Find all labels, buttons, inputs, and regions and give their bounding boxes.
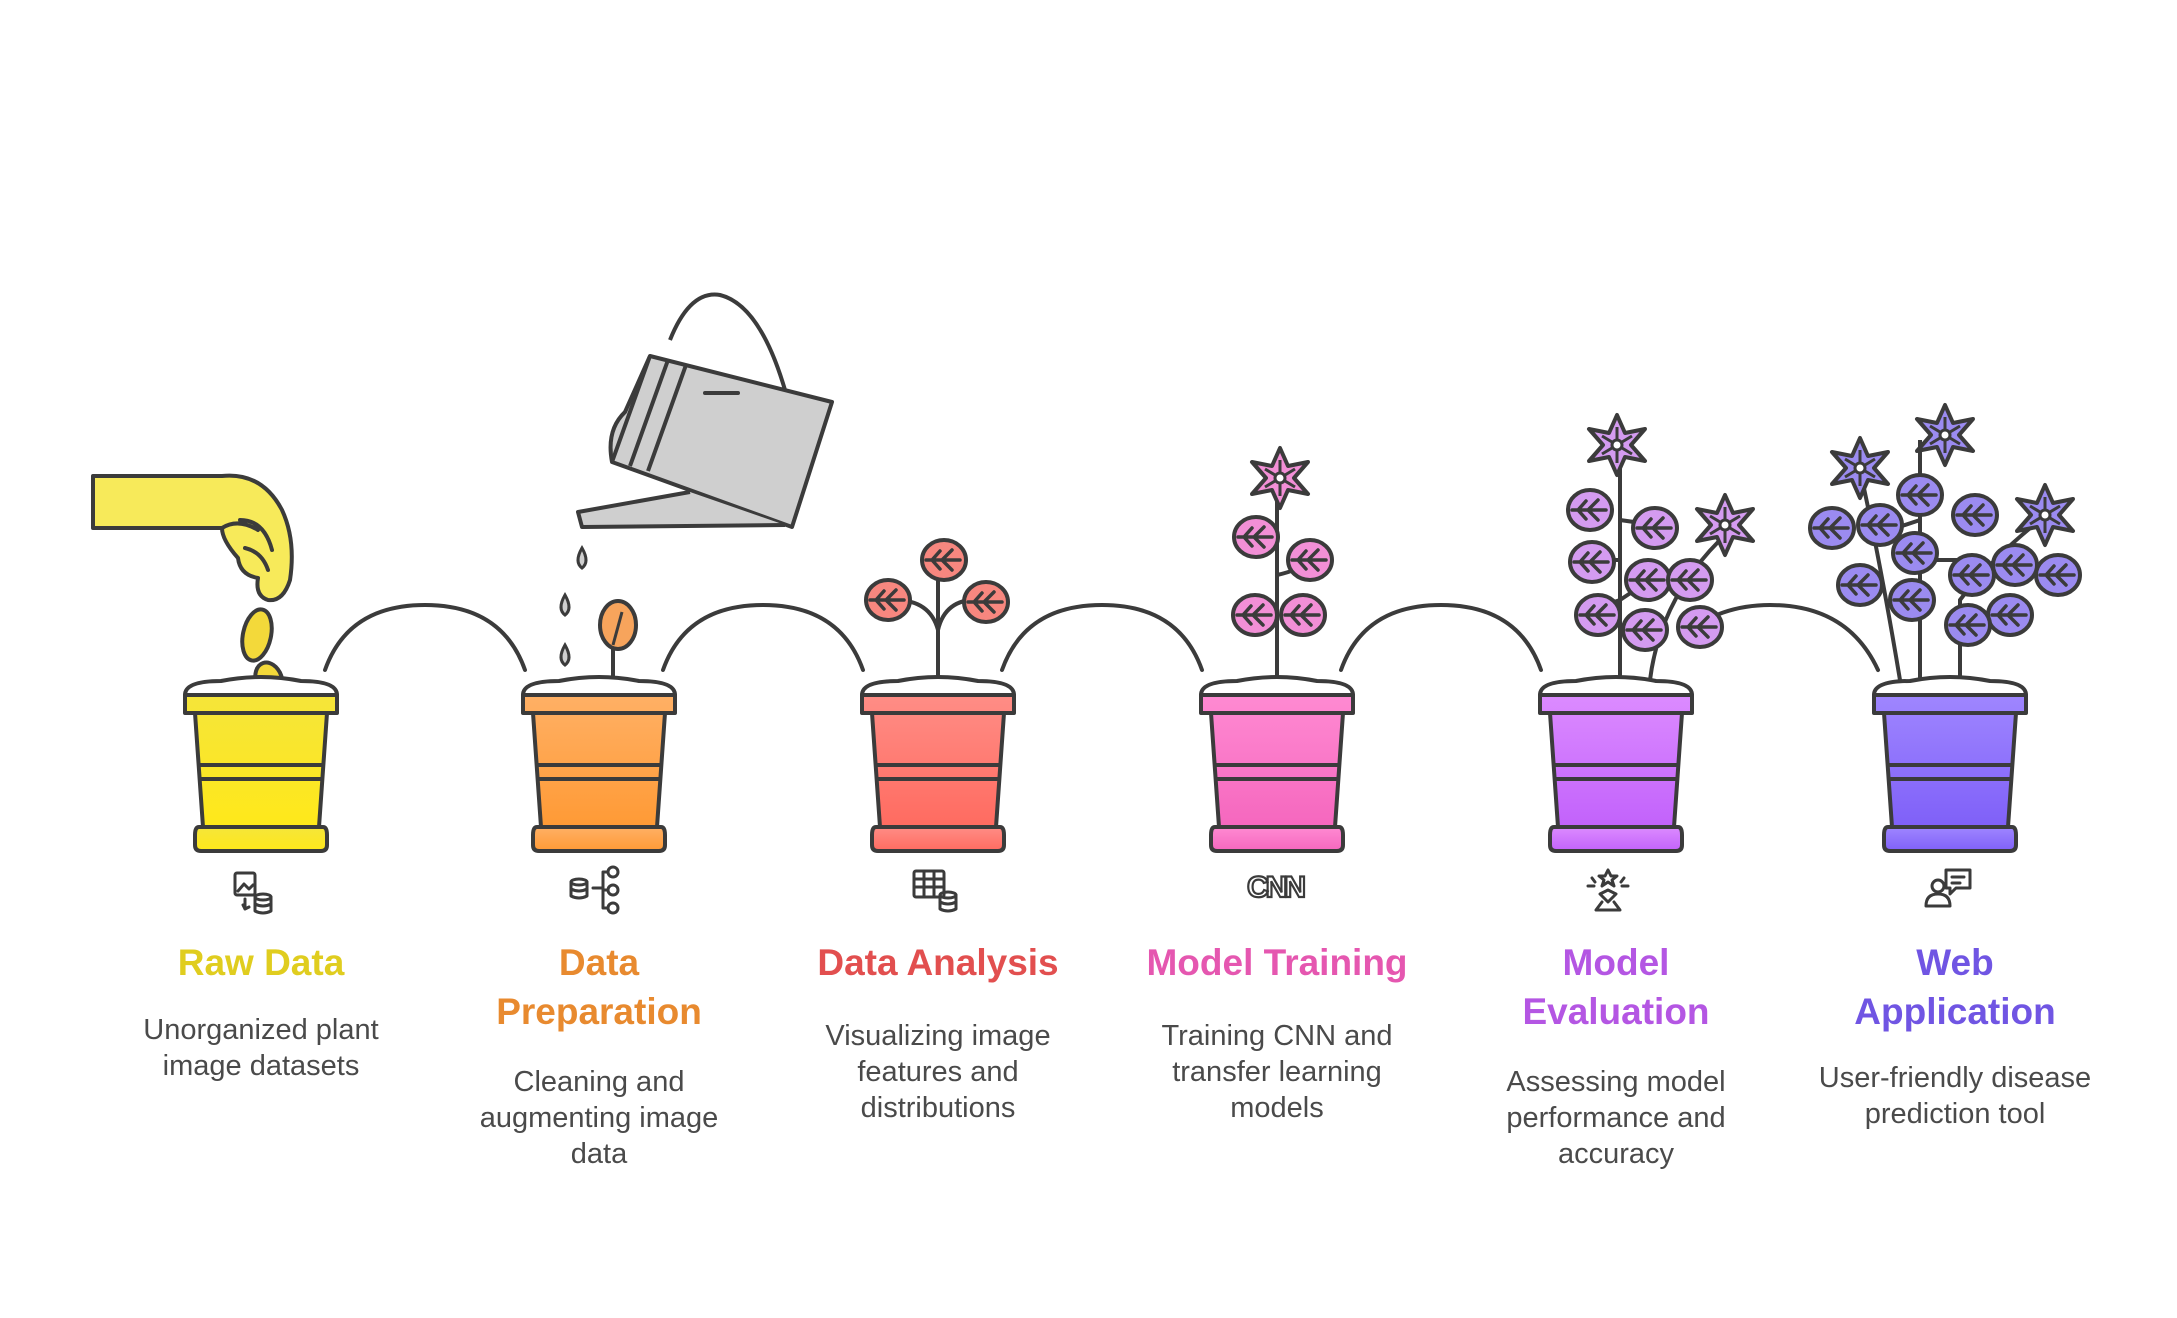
stage-3-desc-line-3: distributions: [860, 1092, 1016, 1124]
stage-6-title-line-1: Web: [1916, 942, 1994, 983]
stage-1-description: Unorganized plant image datasets: [111, 1012, 411, 1084]
arch-3: [1000, 602, 1204, 672]
lush-plant-icon: [1808, 403, 2082, 681]
stage-5-desc-line-1: Assessing model: [1506, 1066, 1726, 1098]
arch-4: [1339, 602, 1543, 672]
stage-1-desc-line-1: Unorganized plant: [143, 1014, 379, 1046]
stage-5-title-line-2: Evaluation: [1522, 991, 1710, 1032]
arch-2: [661, 602, 865, 672]
stage-2-desc-line-1: Cleaning and: [513, 1066, 685, 1098]
stage-6-desc-line-2: prediction tool: [1864, 1098, 2046, 1130]
stage-1-desc-line-2: image datasets: [162, 1050, 360, 1082]
stage-3-description: Visualizing image features and distribut…: [788, 1018, 1088, 1126]
stage-3-title: Data Analysis: [788, 938, 1088, 987]
stage-1-title: Raw Data: [111, 938, 411, 987]
stage-4-title: Model Training: [1127, 938, 1427, 987]
stage-2-title-line-1: Data: [558, 942, 640, 983]
pot-data-preparation: [521, 675, 677, 853]
stage-5-desc-line-3: accuracy: [1557, 1138, 1675, 1170]
stage-1-title-line-1: Raw Data: [177, 942, 345, 983]
stage-3-desc-line-2: features and: [857, 1056, 1019, 1088]
stage-6-title-line-2: Application: [1854, 991, 2056, 1032]
stage-4-description: Training CNN and transfer learning model…: [1127, 1018, 1427, 1126]
stage-2-desc-line-2: augmenting image: [479, 1102, 719, 1134]
stage-5-description: Assessing model performance and accuracy: [1466, 1064, 1766, 1172]
small-plant-icon: [864, 538, 1010, 680]
stage-3-title-line-1: Data Analysis: [817, 942, 1059, 983]
pot-model-training: [1199, 675, 1355, 853]
stage-5-desc-line-2: performance and: [1506, 1102, 1726, 1134]
watering-can-icon: [559, 292, 834, 667]
stage-4-desc-line-3: models: [1230, 1092, 1324, 1124]
pot-model-evaluation: [1538, 675, 1694, 853]
stage-2-title-line-2: Preparation: [496, 991, 702, 1032]
hand-with-seeds-icon: [91, 473, 294, 700]
table-database-icon: [912, 869, 958, 913]
sprout-icon: [598, 599, 638, 680]
stage-2-description: Cleaning and augmenting image data: [449, 1064, 749, 1172]
data-pipeline-icon: [569, 865, 620, 915]
stage-2-title: Data Preparation: [449, 938, 749, 1036]
pot-data-analysis: [860, 675, 1016, 853]
stage-6-title: Web Application: [1805, 938, 2105, 1036]
stage-2-desc-line-3: data: [570, 1138, 628, 1170]
pot-raw-data: [183, 675, 339, 853]
stage-5-title-line-1: Model: [1562, 942, 1670, 983]
stage-4-title-line-1: Model Training: [1146, 942, 1408, 983]
stage-4-desc-line-1: Training CNN and: [1161, 1020, 1393, 1052]
pot-web-application: [1872, 675, 2028, 853]
flowering-plant-icon: [1231, 446, 1334, 680]
stage-6-description: User-friendly disease prediction tool: [1805, 1060, 2105, 1132]
award-stars-icon: [1586, 868, 1630, 912]
blooming-plant-icon: [1566, 413, 1755, 681]
stage-3-desc-line-1: Visualizing image: [825, 1020, 1051, 1052]
image-database-icon: [233, 871, 273, 915]
stage-4-desc-line-2: transfer learning: [1172, 1056, 1382, 1088]
cnn-icon: CNN: [1247, 871, 1304, 904]
stage-6-desc-line-1: User-friendly disease: [1818, 1062, 2092, 1094]
user-chat-icon: [1924, 868, 1972, 908]
arch-1: [323, 602, 527, 672]
stage-5-title: Model Evaluation: [1466, 938, 1766, 1036]
